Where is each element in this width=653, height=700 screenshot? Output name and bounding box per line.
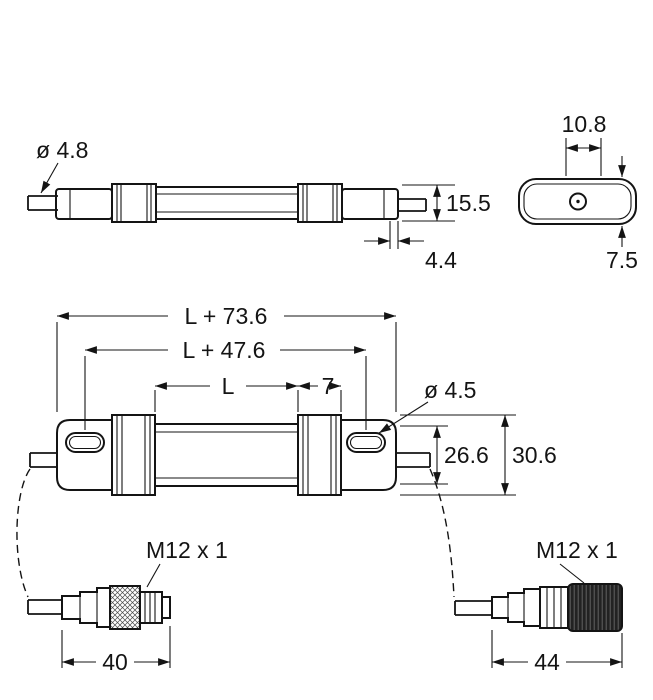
dim-end-height: 7.5 <box>606 247 638 273</box>
cable-left-top <box>29 452 57 468</box>
dim-overall-height: 30.6 <box>512 442 557 468</box>
side-view <box>27 183 427 223</box>
dim-connector-right-length: 44 <box>534 649 560 675</box>
end-view <box>518 178 637 225</box>
cable-left <box>27 195 58 211</box>
dim-hole-spacing: L + 47.6 <box>183 337 266 363</box>
end-mounting-hole <box>569 192 587 211</box>
dim-connector-left-length: 40 <box>102 649 128 675</box>
cable-right-top <box>396 452 431 468</box>
dim-hole-diameter: ø 4.5 <box>424 377 476 403</box>
dim-side-height: 15.5 <box>446 190 491 216</box>
mounting-slot-right <box>346 432 386 453</box>
dim-gland-length: 4.4 <box>425 247 457 273</box>
end-view-dimensions: 10.8 7.5 <box>562 111 638 273</box>
dashed-link-right <box>429 468 455 598</box>
connector-left-thread <box>139 591 163 624</box>
end-cap-right-side <box>341 188 399 220</box>
connector-male: M12 x 1 40 <box>27 537 228 675</box>
connector-left-cable <box>27 599 62 615</box>
connector-female: M12 x 1 44 <box>454 537 623 675</box>
end-profile-inner <box>523 183 632 220</box>
connector-right-coupling-nut <box>567 583 623 632</box>
top-view <box>29 414 431 496</box>
connector-left-tip <box>161 596 171 619</box>
top-view-dimensions: L + 73.6 L + 47.6 L 7 ø 4.5 26.6 30.6 <box>56 303 557 496</box>
mounting-slot-left <box>65 432 105 453</box>
dim-clamp-length: 7 <box>322 373 335 399</box>
label-thread-left: M12 x 1 <box>146 537 228 563</box>
end-hole-center <box>576 199 580 204</box>
end-cap-right-top <box>340 419 397 491</box>
cable-links <box>16 468 455 598</box>
connector-left-knurl <box>109 585 141 630</box>
cable-right <box>398 198 427 212</box>
dim-cable-diameter: ø 4.8 <box>36 137 88 163</box>
dim-body-length: L <box>222 373 235 399</box>
label-thread-right: M12 x 1 <box>536 537 618 563</box>
end-cap-left-top <box>56 419 113 491</box>
dim-end-width: 10.8 <box>562 111 607 137</box>
dashed-link-left <box>16 468 31 598</box>
side-view-dimensions: ø 4.8 15.5 4.4 <box>36 137 491 273</box>
dim-body-height: 26.6 <box>444 442 489 468</box>
connector-right-cable <box>454 600 492 616</box>
end-profile-outer <box>518 178 637 225</box>
dim-overall-length: L + 73.6 <box>185 303 268 329</box>
